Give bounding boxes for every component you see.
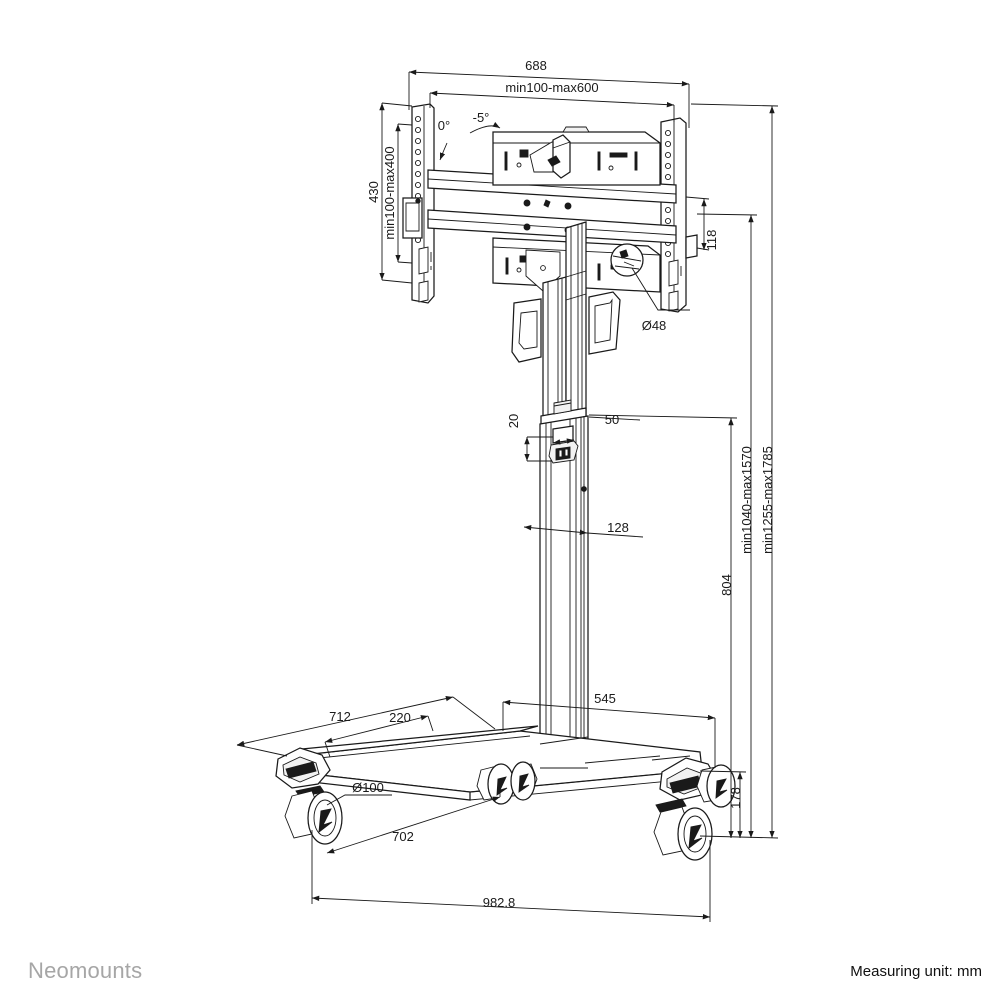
dim-545: 545: [594, 691, 616, 706]
dim-bracket-height: 430: [366, 102, 413, 284]
tilt-0deg: 0°: [438, 118, 450, 133]
rail-hole-column-right: [664, 129, 672, 258]
dim-tube-diameter: Ø48: [631, 267, 690, 333]
dim-min100-max600: min100-max600: [505, 80, 598, 95]
dim-bracket-offset: 118: [685, 196, 719, 251]
carry-handle-right: [588, 291, 621, 355]
measuring-unit-label: Measuring unit: mm: [850, 963, 982, 980]
dim-118: 118: [704, 230, 719, 251]
tilt-annotation: 0° -5°: [438, 110, 501, 161]
dimension-annotations: 688 min100-max600 430 min100-max400: [236, 58, 779, 922]
dim-min1040-max1570: min1040-max1570: [739, 446, 754, 554]
dim-base-span: 702: [326, 790, 501, 854]
dim-804: 804: [719, 574, 734, 596]
dim-220: 220: [389, 710, 411, 725]
dim-688: 688: [525, 58, 547, 73]
dim-128: 128: [607, 520, 629, 535]
caster-front-right: [653, 806, 713, 861]
dim-base-width: 545: [502, 691, 716, 768]
dim-d48: Ø48: [642, 318, 667, 333]
dim-min1255-max1785: min1255-max1785: [760, 446, 775, 554]
brand-logo: Neomounts: [28, 958, 143, 983]
dim-screen-travel: min1040-max1570: [696, 213, 758, 838]
dim-min100-max400: min100-max400: [382, 146, 397, 239]
dim-clamp-height: 20: [506, 414, 553, 462]
caster-rear-left: [476, 763, 515, 805]
display-mount-plate: [492, 126, 661, 186]
dim-overall-width: 688: [408, 58, 690, 128]
dim-712: 712: [329, 709, 351, 724]
dim-20: 20: [506, 414, 521, 428]
dim-foot-offset: 220: [324, 710, 434, 758]
vesa-rail-right: [660, 117, 698, 313]
dim-50: 50: [605, 412, 619, 427]
dim-vesa-vertical: min100-max400: [382, 123, 413, 264]
dim-702: 702: [392, 829, 414, 844]
carry-handle-left: [511, 298, 542, 363]
dim-base-height: 178: [699, 770, 747, 838]
dim-column-depth: 128: [523, 520, 644, 538]
dim-base-overall-depth: 982.8: [311, 830, 711, 922]
vesa-rail-left: [402, 103, 435, 304]
dim-178: 178: [728, 787, 743, 809]
product-illustration: [275, 103, 736, 861]
caster-rear-right: [510, 761, 538, 801]
column-lower: [539, 415, 589, 769]
base-platform: [275, 725, 736, 861]
dim-982-8: 982.8: [483, 895, 516, 910]
dim-vesa-horizontal: min100-max600: [429, 80, 675, 122]
dim-d100: Ø100: [352, 780, 384, 795]
caster-front-left: [284, 790, 343, 845]
dim-column-height: 804: [588, 414, 738, 838]
tilt-minus5deg: -5°: [473, 110, 490, 125]
caster-front-right-rear: [696, 764, 736, 808]
dim-430: 430: [366, 181, 381, 203]
